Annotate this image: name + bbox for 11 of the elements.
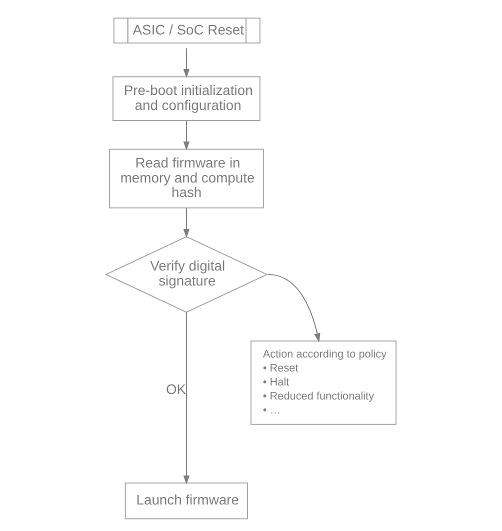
node-box: Read firmware in memory and compute hash — [108, 148, 264, 208]
arrow — [183, 120, 190, 151]
edge-label: OK — [166, 380, 186, 397]
arrow — [183, 208, 190, 238]
arrow — [183, 48, 190, 78]
arrow — [183, 312, 190, 484]
node-box: Pre-boot initialization and configuration — [112, 76, 260, 121]
node-box: Action according to policy • Reset • Halt • Reduced functionality • … — [250, 340, 397, 425]
node-box: Launch firmware — [124, 482, 248, 520]
arrow — [267, 274, 320, 342]
node-diamond: Verify digital signature — [104, 236, 268, 313]
